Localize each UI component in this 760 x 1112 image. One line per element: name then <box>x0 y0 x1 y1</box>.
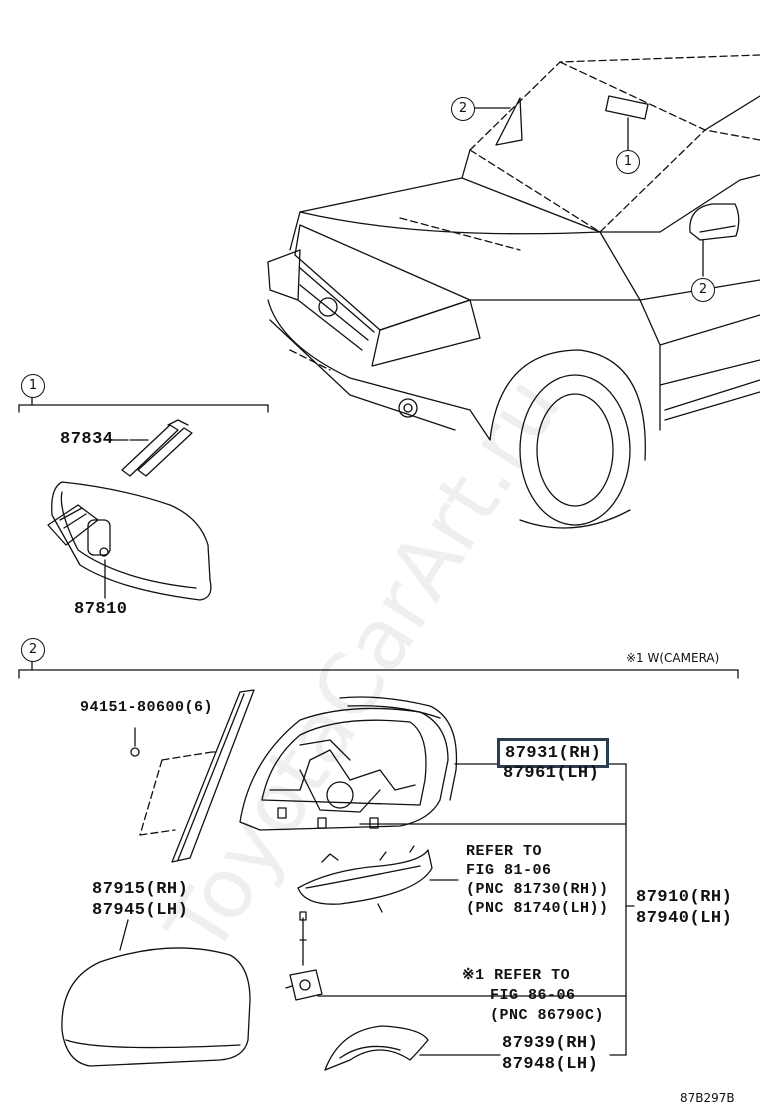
garnish-lh-label: 87948(LH) <box>502 1055 599 1074</box>
section-1-callout: 1 <box>21 374 45 398</box>
refer-turn-line1: REFER TO <box>466 843 543 860</box>
part-87810-label: 87810 <box>74 600 128 619</box>
callout-1-inner-mirror: 1 <box>616 150 640 174</box>
refer-camera-line3: (PNC 86790C) <box>490 1007 605 1024</box>
callout-2-windshield: 2 <box>451 97 475 121</box>
section-2-callout: 2 <box>21 638 45 662</box>
callout-2-outer-mirror: 2 <box>691 278 715 302</box>
refer-camera-line1: ※1 REFER TO <box>462 967 571 984</box>
outer-rh-label: 87910(RH) <box>636 888 733 907</box>
vehicle-illustration <box>267 54 760 529</box>
outer-mirror-leaders <box>317 763 635 1056</box>
cover-rh-label: 87915(RH) <box>92 880 189 899</box>
mirror-cover-illustration <box>61 919 251 1067</box>
camera-illustration <box>285 911 323 1001</box>
refer-turn-line2: FIG 81-06 <box>466 862 552 879</box>
garnish-rh-label: 87939(RH) <box>502 1034 599 1053</box>
garnish-illustration <box>324 1025 429 1071</box>
assy-rh-label: 87931(RH) <box>497 738 610 768</box>
mirror-glass-illustration <box>171 689 255 863</box>
refer-turn-line3: (PNC 81730(RH)) <box>466 881 609 898</box>
outer-lh-label: 87940(LH) <box>636 909 733 928</box>
inner-mirror-leaders <box>104 439 129 599</box>
figure-code: 87B297B <box>680 1091 735 1105</box>
mirror-housing-illustration <box>239 696 458 831</box>
callout-leaders <box>472 107 704 277</box>
refer-camera-line2: FIG 86-06 <box>490 987 576 1004</box>
turn-signal-illustration <box>297 845 433 913</box>
section-1-frame <box>18 395 269 413</box>
assy-lh-label: 87961(LH) <box>503 764 600 783</box>
screw-illustration <box>130 727 216 836</box>
screw-part-label: 94151-80600(6) <box>80 699 214 716</box>
inner-mirror-illustration <box>47 419 212 601</box>
part-87834-label: 87834 <box>60 430 114 449</box>
refer-turn-line4: (PNC 81740(LH)) <box>466 900 609 917</box>
camera-variant-note: ※1 W(CAMERA) <box>626 651 720 665</box>
cover-lh-label: 87945(LH) <box>92 901 189 920</box>
